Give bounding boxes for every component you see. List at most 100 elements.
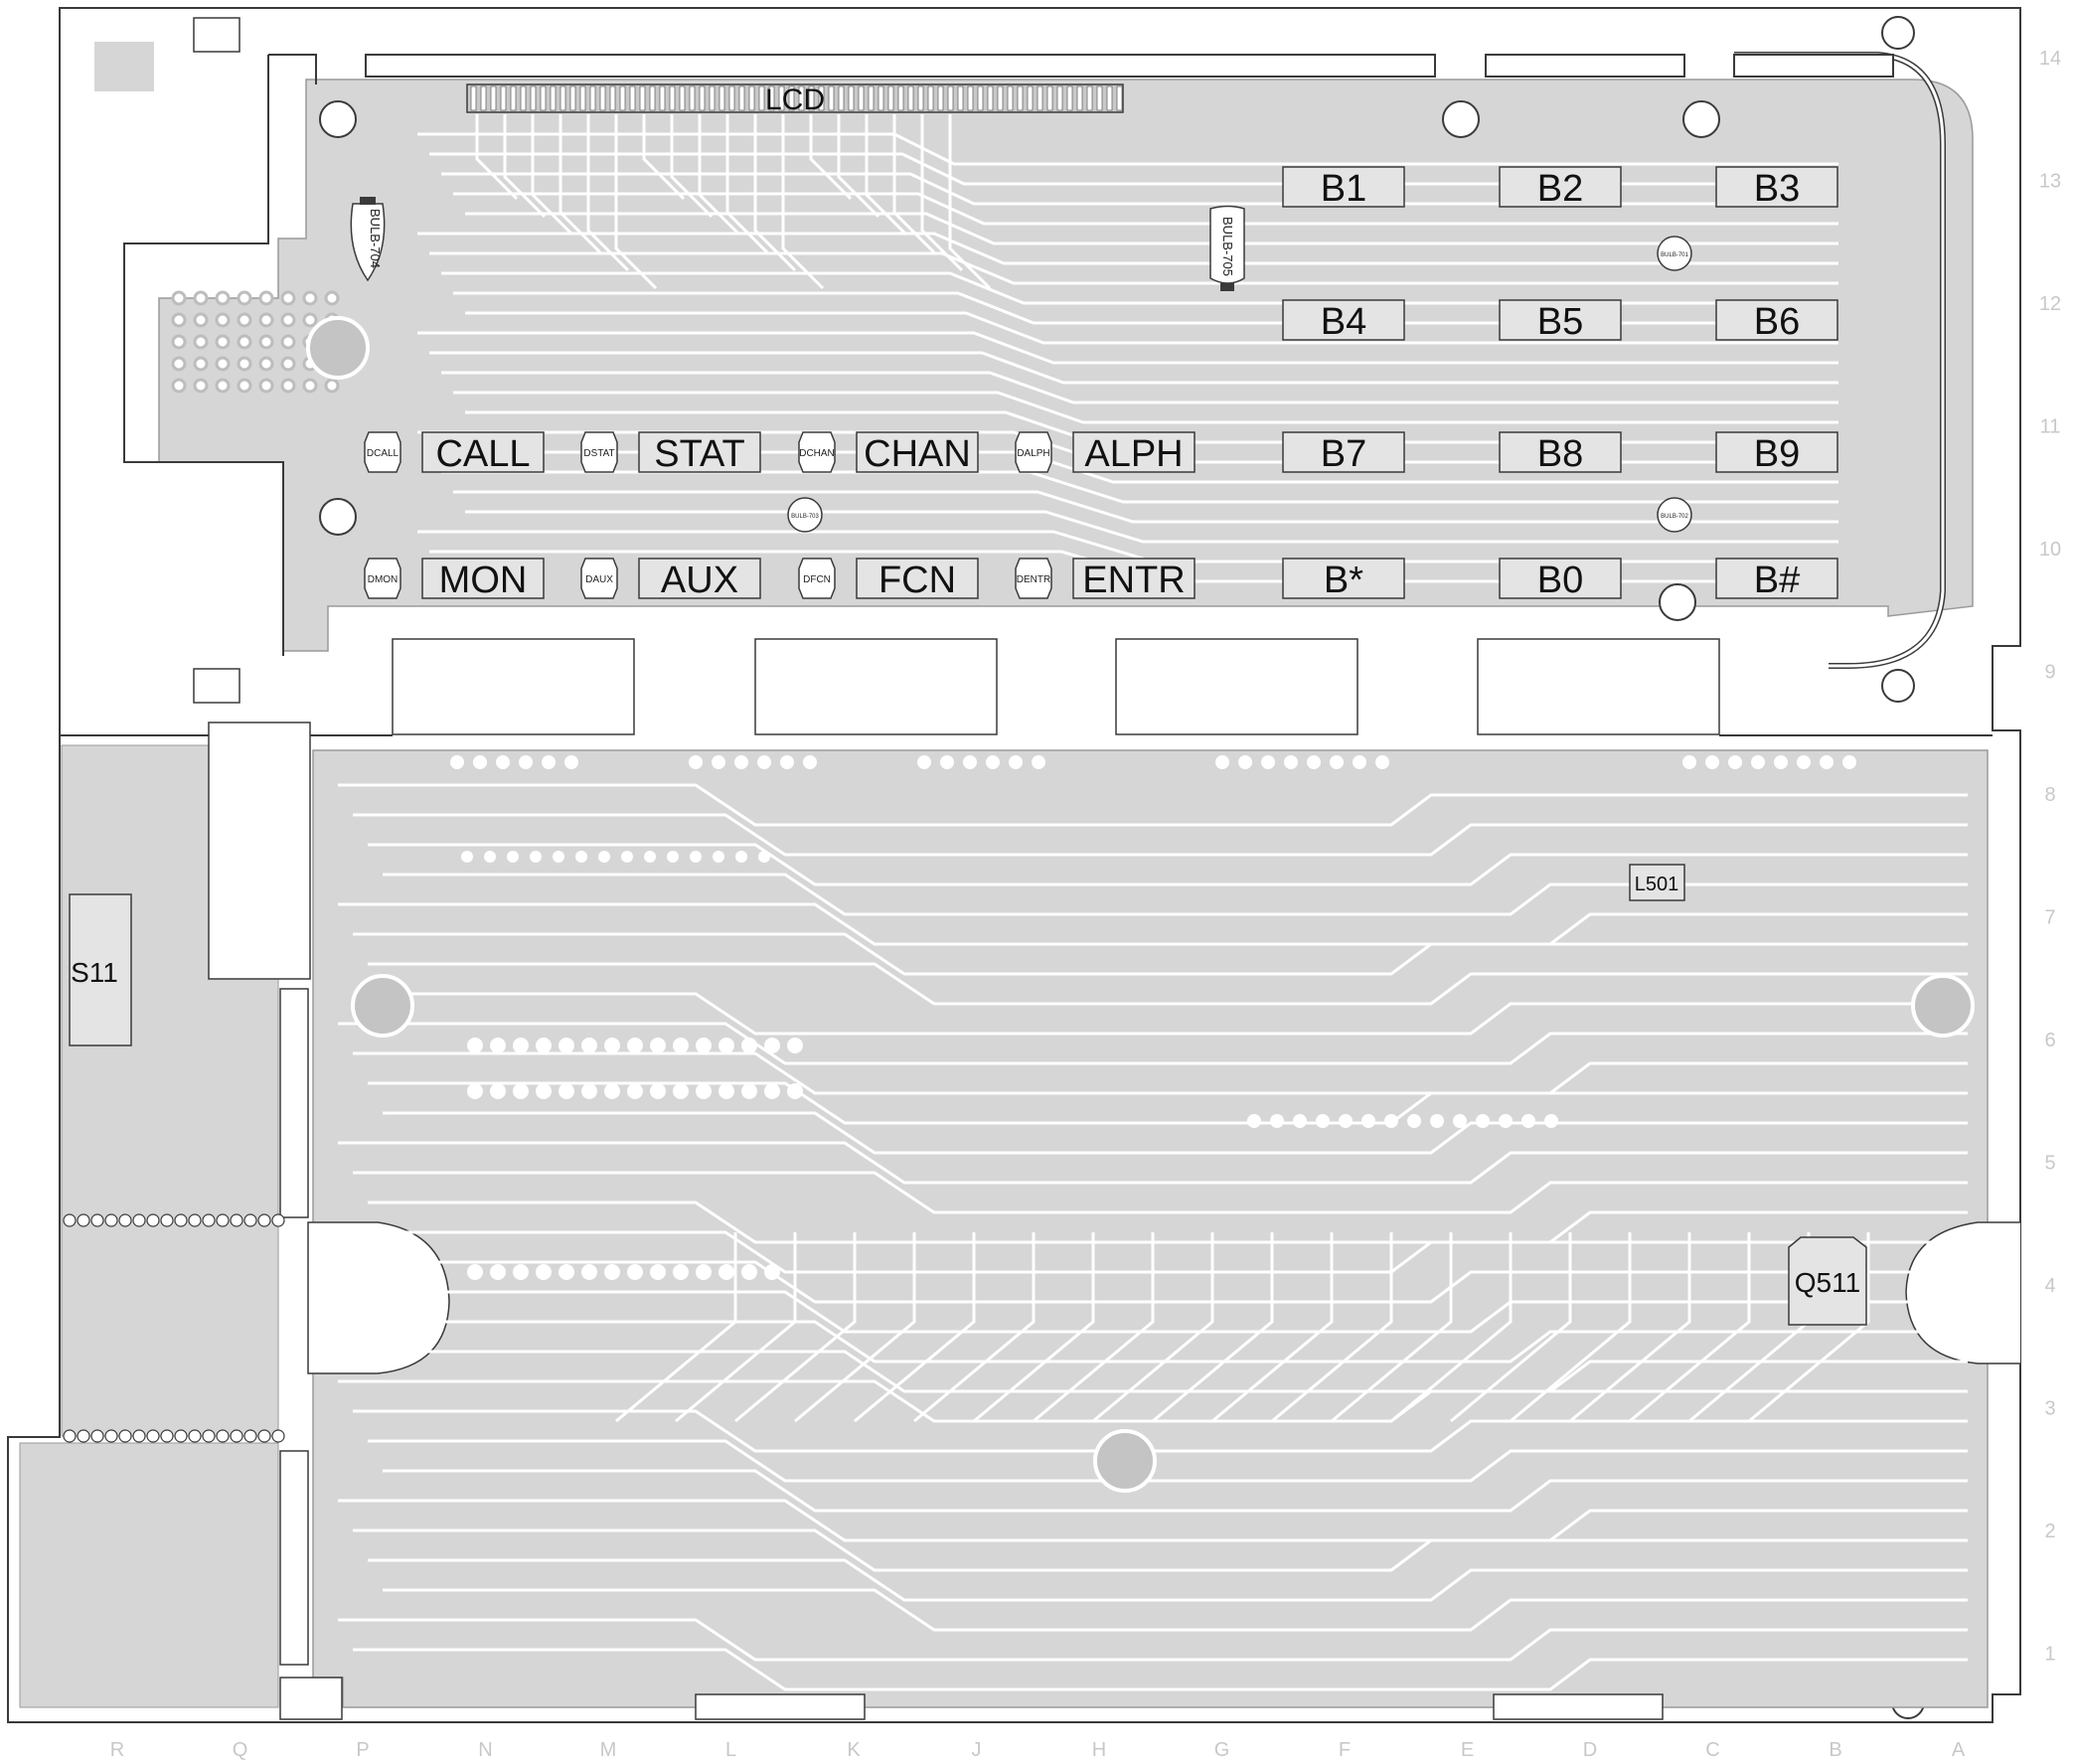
ic-pad	[1544, 1114, 1558, 1128]
edge-pad-ring	[202, 1429, 216, 1443]
grid-column-label: M	[600, 1739, 617, 1761]
key-led-label: DSTAT	[583, 448, 614, 459]
key-label: AUX	[661, 560, 738, 601]
lcd-pin	[957, 85, 964, 111]
ic-pad	[1407, 1114, 1421, 1128]
key-led	[580, 558, 618, 599]
q511-transistor	[1788, 1236, 1867, 1326]
bulb-703-label: BULB-703	[791, 514, 819, 520]
key-b5: B5	[1499, 299, 1622, 343]
trace	[383, 1588, 1968, 1632]
key-label: CALL	[435, 433, 530, 475]
trace	[338, 1618, 1968, 1662]
trace	[338, 783, 1968, 827]
lcd-pin	[480, 85, 487, 111]
edge-pad-ring	[132, 1429, 146, 1443]
trace	[1510, 1232, 1632, 1423]
ic-pad	[667, 851, 679, 863]
edge-pad-ring	[271, 1213, 285, 1227]
via	[324, 290, 340, 306]
key-led-label: DALPH	[1017, 448, 1049, 459]
mounting-hole	[1682, 100, 1720, 138]
lcd-pin	[967, 85, 974, 111]
board-cutout	[279, 1450, 309, 1666]
lcd-pin	[738, 85, 745, 111]
ic-pad	[1499, 1114, 1513, 1128]
ic-pad	[689, 755, 703, 769]
ic-pad	[558, 1083, 574, 1099]
trace	[948, 114, 992, 290]
key-b4: B4	[1282, 299, 1405, 343]
ic-pad	[558, 1264, 574, 1280]
trace	[441, 271, 1838, 305]
key-b1: B1	[1282, 166, 1405, 210]
trace	[353, 932, 1968, 976]
lcd-pin	[470, 85, 477, 111]
via	[171, 290, 187, 306]
lcd-pin	[709, 85, 716, 111]
key-label: B7	[1321, 433, 1366, 475]
trace	[441, 371, 1838, 404]
trace	[453, 490, 1838, 524]
lcd-pin	[619, 85, 626, 111]
key-label: B3	[1754, 168, 1800, 210]
bottom-slot	[1493, 1693, 1664, 1720]
edge-pad-ring	[243, 1213, 257, 1227]
via	[171, 356, 187, 372]
key-pad	[1499, 558, 1622, 599]
via	[237, 334, 252, 350]
lcd-pin	[540, 85, 547, 111]
lcd-pin	[1056, 85, 1063, 111]
grid-row-label: 1	[2044, 1644, 2055, 1666]
grid-column-label: B	[1829, 1739, 1841, 1761]
via	[193, 378, 209, 394]
ic-pad	[673, 1264, 689, 1280]
trace	[429, 351, 1838, 385]
lcd-pin	[987, 85, 994, 111]
top-slot-1	[365, 54, 1436, 78]
key-label: B2	[1537, 168, 1583, 210]
trace	[338, 1260, 1968, 1304]
via	[302, 312, 318, 328]
lcd-pin	[609, 85, 616, 111]
ic-pad	[627, 1264, 643, 1280]
ic-pad	[1361, 1114, 1375, 1128]
mounting-hole	[1881, 669, 1915, 703]
via	[258, 290, 274, 306]
edge-pad-ring	[104, 1213, 118, 1227]
lcd-pin	[858, 85, 865, 111]
grid-column-label: L	[725, 1739, 736, 1761]
ic-pad	[604, 1038, 620, 1053]
ic-pad	[787, 1083, 803, 1099]
ic-pad	[1032, 755, 1045, 769]
key-pad	[1499, 299, 1622, 341]
key-label: STAT	[654, 433, 744, 475]
bulb-701-label: BULB-701	[1661, 252, 1688, 258]
trace	[1629, 1232, 1751, 1423]
key-b7: B7	[1282, 431, 1405, 475]
trace	[368, 843, 1968, 886]
lcd-pin	[689, 85, 696, 111]
lcd-pin	[768, 85, 775, 111]
lcd-pin	[649, 85, 656, 111]
ic-pad	[581, 1038, 597, 1053]
key-bstar: B*	[1282, 558, 1405, 601]
trace	[383, 873, 1968, 916]
keypad-slot	[392, 638, 635, 735]
lcd-pin	[838, 85, 845, 111]
grid-column-label: J	[972, 1739, 982, 1761]
ic-pad	[741, 1038, 757, 1053]
via	[280, 334, 296, 350]
ic-pad	[575, 851, 587, 863]
edge-pad-ring	[188, 1429, 202, 1443]
via	[237, 356, 252, 372]
mounting-hole	[1881, 16, 1915, 50]
via	[171, 378, 187, 394]
grid-row-label: 7	[2044, 907, 2055, 929]
ic-pad	[764, 1264, 780, 1280]
trace	[586, 114, 630, 272]
trace	[1271, 1232, 1393, 1423]
